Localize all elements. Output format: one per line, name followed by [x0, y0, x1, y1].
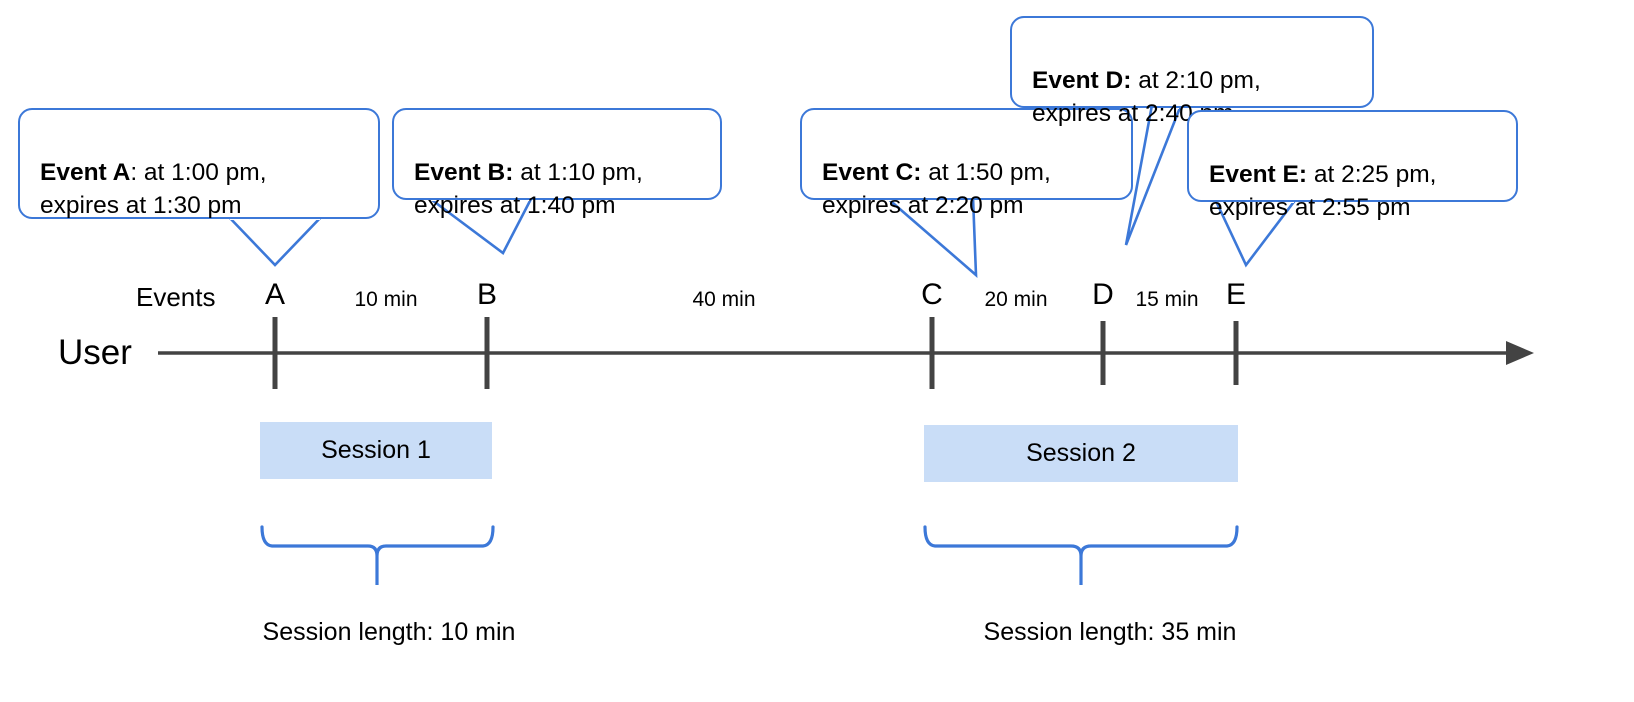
callout-a-line2: expires at 1:30 pm: [40, 191, 242, 219]
callout-a-bold: Event A: [40, 158, 131, 186]
event-tick-a: [272, 317, 278, 389]
callout-c-bold: Event C:: [822, 158, 922, 186]
callout-a-tail: [224, 214, 326, 267]
callout-a-rest: : at 1:00 pm,: [130, 158, 267, 186]
callout-e-line2: expires at 2:55 pm: [1209, 193, 1411, 221]
event-tick-c: [929, 317, 935, 389]
callout-c-rest: at 1:50 pm,: [921, 158, 1051, 186]
session-2-label: Session 2: [1026, 439, 1136, 467]
callout-event-a: Event A: at 1:00 pm, expires at 1:30 pm: [18, 108, 380, 219]
callout-d-rest: at 2:10 pm,: [1131, 66, 1261, 94]
callout-d-bold: Event D:: [1032, 66, 1132, 94]
callout-b-line2: expires at 1:40 pm: [414, 191, 616, 219]
event-marker-label-e: E: [1225, 278, 1247, 311]
interval-label-a-b: 10 min: [354, 288, 418, 311]
interval-label-c-d: 20 min: [984, 288, 1048, 311]
session-1-label: Session 1: [321, 436, 431, 464]
session-2-brace: [923, 525, 1239, 585]
event-marker-label-d: D: [1092, 278, 1114, 311]
event-tick-e: [1233, 321, 1239, 385]
event-marker-label-a: A: [264, 278, 286, 311]
callout-e-bold: Event E:: [1209, 160, 1308, 188]
session-2-length-caption: Session length: 35 min: [983, 618, 1237, 646]
session-box-1: Session 1: [260, 422, 492, 479]
axis-user-label: User: [58, 333, 132, 372]
event-marker-label-b: B: [476, 278, 498, 311]
interval-label-b-c: 40 min: [692, 288, 756, 311]
callout-e-rest: at 2:25 pm,: [1307, 160, 1437, 188]
callout-b-rest: at 1:10 pm,: [513, 158, 643, 186]
callout-event-b: Event B: at 1:10 pm, expires at 1:40 pm: [392, 108, 722, 219]
interval-label-d-e: 15 min: [1135, 288, 1199, 311]
event-tick-b: [484, 317, 490, 389]
callout-b-bold: Event B:: [414, 158, 514, 186]
timeline-axis: [158, 341, 1534, 365]
callout-event-d: Event D: at 2:10 pm,expires at 2:40 pm: [1010, 16, 1374, 127]
event-tick-d: [1100, 321, 1106, 385]
event-marker-label-c: C: [921, 278, 943, 311]
session-box-2: Session 2: [924, 425, 1238, 482]
events-row-label: Events: [136, 282, 216, 312]
session-1-brace: [260, 525, 495, 585]
callout-event-e: Event E: at 2:25 pm, expires at 2:55 pm: [1187, 110, 1518, 221]
session-1-length-caption: Session length: 10 min: [262, 618, 516, 646]
callout-c-line2: expires at 2:20 pm: [822, 191, 1024, 219]
